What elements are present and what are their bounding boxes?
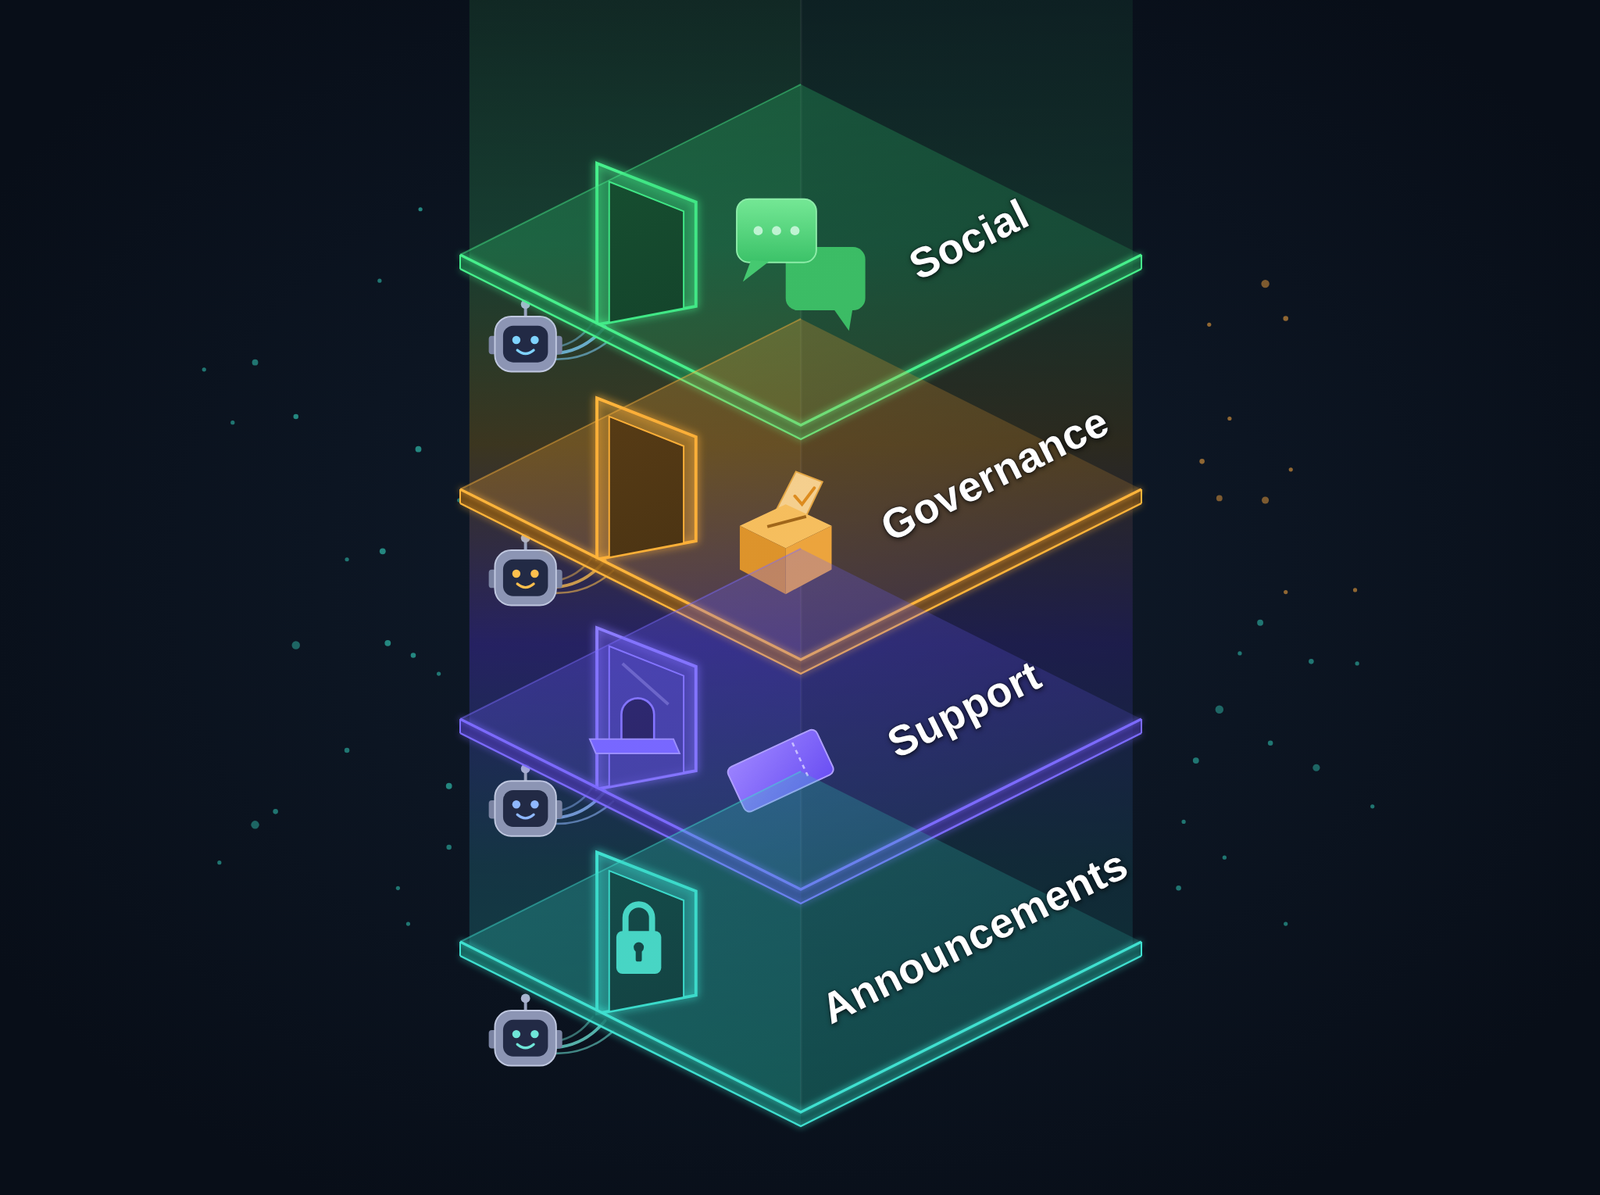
- particle: [396, 885, 400, 890]
- particle: [377, 278, 382, 283]
- slab-front-edge: [460, 941, 1142, 1112]
- particle: [217, 860, 222, 865]
- particle: [1207, 322, 1211, 327]
- particle: [252, 359, 259, 366]
- particle: [406, 921, 411, 925]
- particle: [1312, 764, 1320, 772]
- slab-back-edge: [460, 318, 801, 490]
- particle: [1370, 803, 1375, 808]
- particle: [446, 844, 452, 850]
- particle: [293, 414, 300, 420]
- particle: [344, 557, 349, 561]
- particle: [1353, 587, 1358, 592]
- slab-corner: [1140, 489, 1143, 504]
- particle: [1237, 650, 1242, 655]
- layer-platform: Announcements: [460, 771, 1142, 1126]
- slab-corner: [459, 489, 461, 504]
- particle: [1175, 885, 1182, 891]
- particle: [1215, 705, 1224, 714]
- particle: [1283, 921, 1288, 925]
- particle: [1222, 855, 1227, 860]
- slab-corner: [459, 941, 461, 956]
- particle: [1260, 279, 1269, 288]
- slab-back-edge: [460, 548, 801, 719]
- slab-bottom-edge: [460, 955, 1142, 1126]
- particle: [1261, 496, 1269, 504]
- slab-corner: [1140, 254, 1143, 269]
- particle: [272, 808, 279, 815]
- particle: [250, 820, 259, 829]
- particle: [1227, 416, 1232, 421]
- slab-back-edge: [460, 84, 801, 255]
- particle: [379, 547, 386, 554]
- particle: [1355, 660, 1360, 665]
- slab-corner: [1140, 941, 1143, 956]
- particle: [1257, 619, 1264, 626]
- particle: [1216, 494, 1223, 501]
- particle: [384, 639, 391, 647]
- particle: [418, 207, 423, 211]
- slab-corner: [459, 254, 461, 269]
- particle: [436, 671, 441, 675]
- slab-back-edge: [460, 771, 801, 942]
- particle: [230, 420, 235, 425]
- particle: [1267, 740, 1274, 747]
- particle: [1289, 467, 1293, 472]
- particle: [1282, 315, 1289, 322]
- platform-outline: [460, 771, 1142, 1126]
- slab-corner: [459, 718, 461, 733]
- slab-top: [460, 771, 1142, 1112]
- particle: [202, 367, 207, 372]
- particle: [1283, 589, 1288, 594]
- particle: [1199, 458, 1205, 465]
- particle: [415, 446, 422, 453]
- particle: [446, 782, 453, 790]
- particle: [292, 640, 300, 649]
- particle: [344, 747, 350, 754]
- particle: [1192, 757, 1200, 764]
- slab-corner: [1140, 718, 1143, 733]
- particle: [1308, 658, 1315, 665]
- particle: [1181, 819, 1186, 824]
- particle: [410, 652, 417, 658]
